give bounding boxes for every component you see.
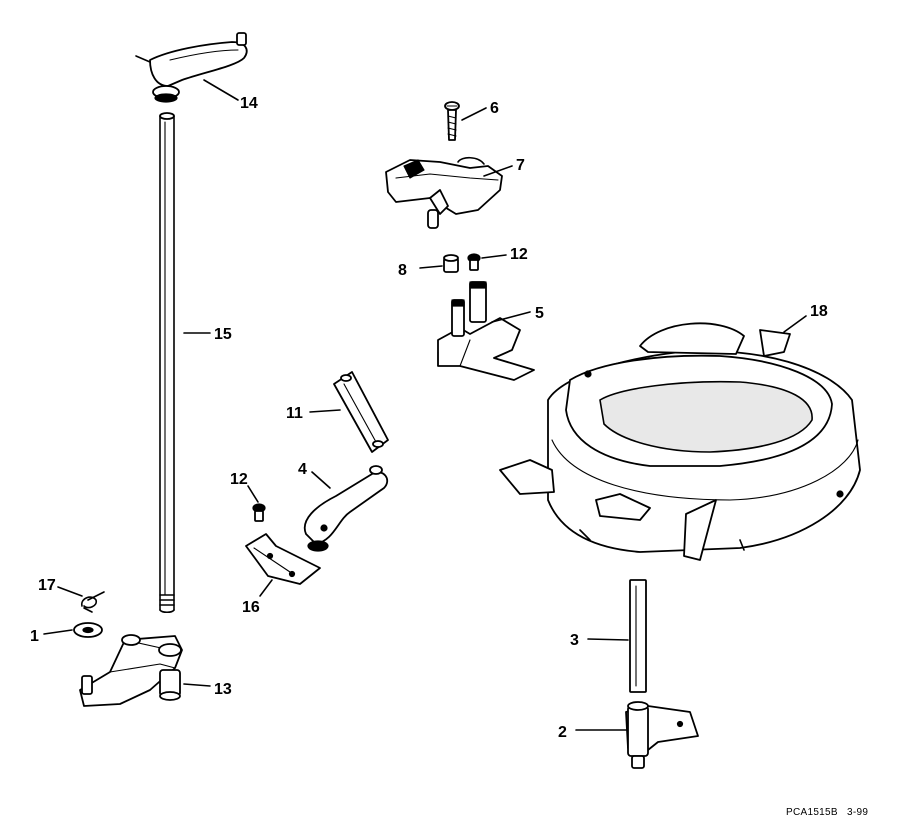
- callout-4: 4: [298, 461, 307, 478]
- part-1-washer: [73, 622, 103, 638]
- part-4-lever-arm: [303, 465, 389, 552]
- part-6-screw: [444, 101, 460, 141]
- part-8-bushing: [443, 254, 459, 273]
- callout-13: 13: [214, 681, 232, 698]
- callout-18: 18: [810, 303, 828, 320]
- callout-labels: 14 15 6 7 8 12 5 11 4 12 16 17 1 13 3 2 …: [30, 95, 828, 741]
- callout-8: 8: [398, 262, 407, 279]
- drawing-reference: PCA1515B 3-99: [786, 807, 868, 818]
- part-3-rod: [629, 579, 647, 693]
- part-13-lower-lever: [79, 634, 183, 707]
- part-11-link: [333, 371, 389, 453]
- callout-7: 7: [516, 157, 525, 174]
- part-16-plate: [245, 533, 321, 585]
- revision-date: 3-99: [847, 807, 868, 818]
- callout-2: 2: [558, 724, 567, 741]
- callout-6: 6: [490, 100, 499, 117]
- callout-11: 11: [286, 405, 303, 422]
- part-12-screw-lower: [252, 503, 266, 522]
- callout-17: 17: [38, 577, 56, 594]
- part-12-screw-upper: [467, 253, 481, 271]
- leader-lines: [43, 79, 807, 731]
- part-5-mount-bracket: [437, 281, 535, 381]
- part-17-clip: [81, 591, 105, 613]
- callout-5: 5: [535, 305, 544, 322]
- part-code: PCA1515B: [786, 807, 838, 818]
- part-14-throttle-lever: [135, 32, 248, 103]
- part-18-housing: [499, 322, 861, 561]
- callout-16: 16: [242, 599, 260, 616]
- callout-1: 1: [30, 628, 39, 645]
- callout-12-lower: 12: [230, 471, 248, 488]
- callout-14: 14: [240, 95, 258, 112]
- part-7-bracket: [385, 156, 503, 229]
- callout-12-upper: 12: [510, 246, 528, 263]
- part-15-throttle-shaft: [159, 112, 175, 614]
- callout-15: 15: [214, 326, 232, 343]
- part-2-coupler: [625, 701, 699, 769]
- callout-3: 3: [570, 632, 579, 649]
